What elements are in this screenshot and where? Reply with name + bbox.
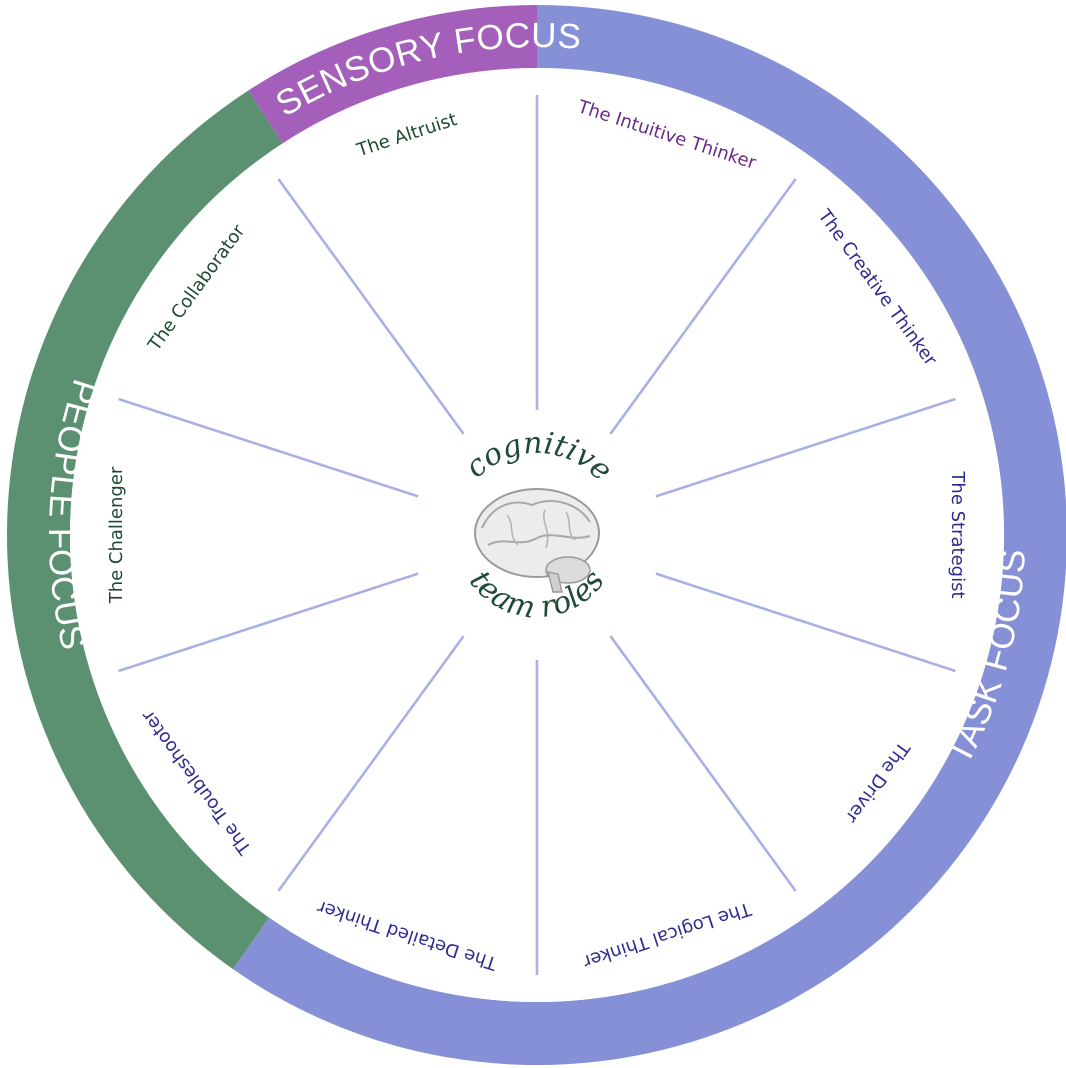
task-focus-ring-segment: [233, 5, 1066, 1065]
role-label-challenger: The Challenger: [106, 466, 127, 604]
spoke-line: [118, 397, 419, 498]
spoke-line: [609, 178, 797, 435]
sensory-focus-ring-segment: [248, 5, 537, 144]
spoke-line: [655, 397, 956, 498]
spoke-line: [609, 635, 797, 892]
spoke-line: [118, 572, 419, 673]
people-focus-ring-segment: [6, 90, 283, 970]
spokes: [118, 95, 956, 975]
focus-ring: [6, 5, 1066, 1065]
spoke-line: [277, 178, 465, 435]
spoke-line: [655, 572, 956, 673]
role-label-strategist: The Strategist: [947, 470, 968, 598]
spoke-line: [277, 635, 465, 892]
brain-icon: [474, 488, 600, 593]
